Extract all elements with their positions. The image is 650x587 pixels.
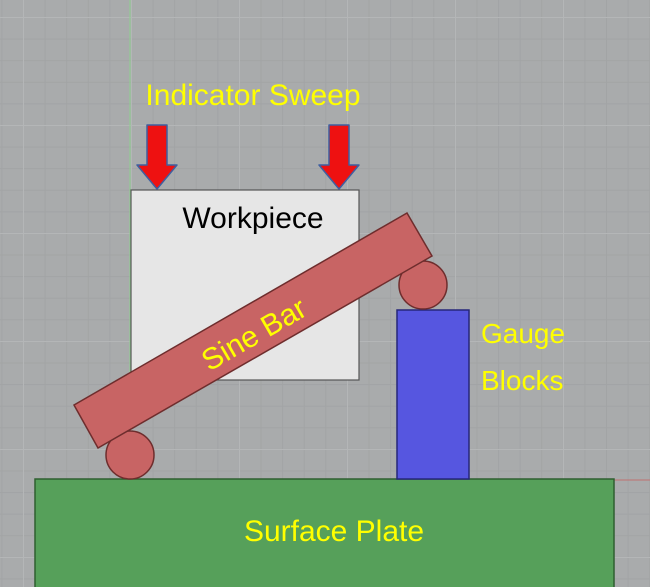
gauge-blocks: [396, 309, 470, 480]
down-arrow-icon: [318, 124, 360, 190]
down-arrow-icon: [136, 124, 178, 190]
indicator-sweep-label: Indicator Sweep: [145, 79, 360, 112]
surface-plate: [34, 478, 615, 587]
gauge-blocks-label-line2: Blocks: [481, 365, 563, 396]
surface-plate-label: Surface Plate: [244, 515, 424, 548]
sine-bar-roller-left: [105, 430, 155, 480]
gauge-blocks-label-line1: Gauge: [481, 318, 565, 349]
sine-bar: [72, 211, 434, 450]
workpiece-label: Workpiece: [182, 202, 323, 235]
